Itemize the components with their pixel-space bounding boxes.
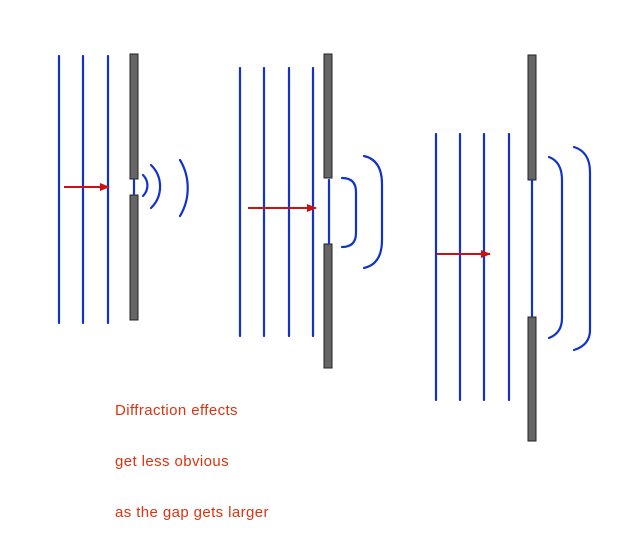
barrier-bottom: [527, 316, 537, 442]
plane-wavefronts: [434, 132, 511, 402]
diffraction-diagram: Diffraction effects get less obvious as …: [57, 53, 592, 521]
diffracted-wavefronts: [141, 158, 189, 218]
diffracted-wavefront: [362, 154, 384, 270]
panel-large-gap: [434, 54, 592, 442]
caption-line-2: get less obvious: [115, 453, 229, 470]
diffracted-wavefront: [178, 158, 189, 218]
barrier-top: [527, 54, 537, 181]
diffracted-wavefront: [547, 155, 564, 340]
diffracted-wavefronts: [547, 145, 592, 352]
diffracted-wavefront: [572, 145, 592, 352]
barrier-bottom: [323, 243, 333, 369]
diffracted-wavefront: [149, 163, 162, 210]
plane-wavefronts: [57, 54, 110, 325]
diffracted-wavefront: [141, 173, 149, 198]
caption-line-1: Diffraction effects: [115, 402, 238, 419]
diffracted-wavefront: [340, 176, 358, 249]
barrier-top: [323, 53, 333, 179]
diagram-caption: Diffraction effects get less obvious as …: [115, 368, 269, 555]
plane-wavefronts: [238, 66, 315, 338]
diffracted-wavefronts: [340, 154, 384, 270]
panel-medium-gap: [238, 53, 384, 369]
panel-small-gap: [57, 53, 189, 325]
caption-line-3: as the gap gets larger: [115, 504, 269, 521]
diagram-canvas: [57, 53, 592, 442]
barrier-top: [129, 53, 139, 180]
barrier-bottom: [129, 194, 139, 321]
